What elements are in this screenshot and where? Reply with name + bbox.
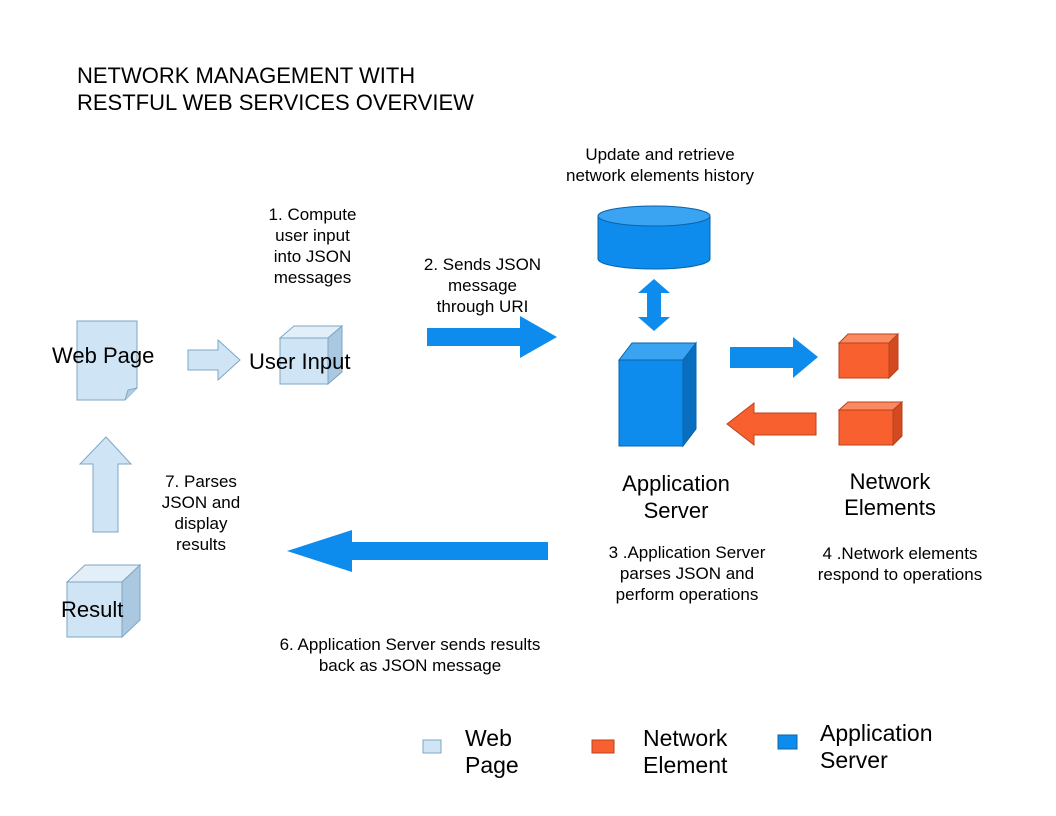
arrow-send-json bbox=[427, 316, 557, 358]
arrow-result-to-webpage bbox=[78, 436, 133, 533]
legend-application-server-label: Application Server bbox=[820, 720, 933, 774]
web-page-document-fold bbox=[124, 387, 138, 401]
step2-label: 2. Sends JSON message through URI bbox=[423, 255, 542, 316]
arrow-network-to-server bbox=[726, 401, 817, 447]
user-input-cube-icon bbox=[278, 324, 344, 386]
step4-label: 4 .Network elements respond to operation… bbox=[817, 544, 983, 584]
result-label: Result bbox=[61, 597, 124, 622]
legend-web-page-label: Web Page bbox=[465, 725, 519, 779]
arrow-webpage-to-userinput bbox=[187, 338, 241, 382]
web-page-swatch-icon bbox=[422, 739, 442, 754]
step3-label: 3 .Application Server parses JSON and pe… bbox=[608, 543, 766, 604]
network-element-icon-2 bbox=[837, 400, 904, 447]
application-server-label: Application Server bbox=[622, 471, 730, 523]
arrow-db-server-bidirectional bbox=[638, 279, 670, 331]
arrow-server-to-network bbox=[730, 337, 818, 378]
user-input-label: User Input bbox=[249, 349, 351, 374]
application-server-icon bbox=[617, 341, 698, 448]
step7-label: 7. Parses JSON and display results bbox=[161, 472, 241, 554]
step1-label: 1. Compute user input into JSON messages bbox=[268, 205, 357, 287]
result-cube-icon bbox=[65, 563, 142, 639]
legend-network-element-label: Network Element bbox=[643, 725, 728, 779]
arrow-results-back bbox=[287, 530, 548, 572]
diagram-title: NETWORK MANAGEMENT WITH RESTFUL WEB SERV… bbox=[77, 63, 474, 115]
application-server-swatch-icon bbox=[777, 734, 798, 750]
network-elements-label: Network Elements bbox=[844, 469, 936, 520]
network-element-icon-1 bbox=[837, 332, 900, 380]
step6-label: 6. Application Server sends results back… bbox=[279, 635, 541, 675]
database-label: Update and retrieve network elements his… bbox=[565, 145, 755, 185]
network-element-swatch-icon bbox=[591, 739, 615, 754]
web-page-label: Web Page bbox=[52, 343, 155, 368]
database-icon bbox=[597, 205, 711, 270]
